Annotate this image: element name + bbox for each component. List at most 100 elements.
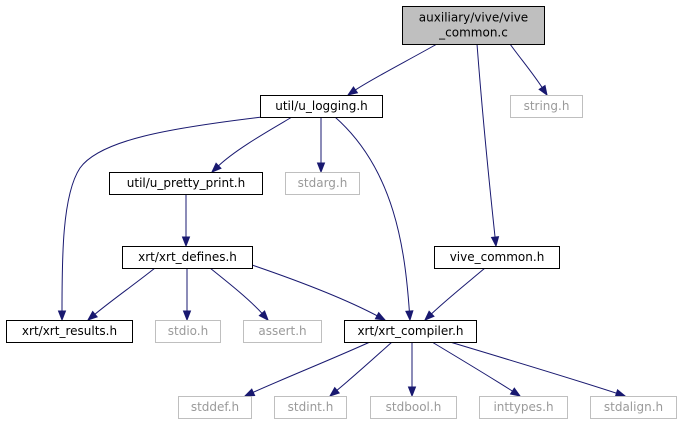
edge-line (509, 43, 544, 89)
node-stddef: stddef.h (178, 396, 252, 419)
edge-arrowhead (258, 310, 269, 322)
edge-line (251, 264, 379, 317)
edge-line (209, 267, 264, 315)
node-label: _common.c (438, 26, 508, 40)
node-box (122, 246, 253, 269)
node-box (510, 95, 583, 118)
node-stdint: stdint.h (274, 396, 347, 419)
node-box (109, 172, 263, 195)
edge-u_pretty_print-to-xrt_defines (181, 194, 191, 248)
node-box (155, 320, 221, 343)
edge-line (431, 341, 514, 393)
edge-line (334, 116, 410, 313)
edge-arrowhead (490, 236, 500, 248)
node-root[interactable]: auxiliary/vive/vive_common.c (402, 6, 545, 45)
edge-vive_common-to-xrt_compiler (424, 267, 486, 321)
node-label: xrt/xrt_defines.h (138, 250, 237, 264)
node-label: stdalign.h (604, 400, 663, 414)
edge-line (449, 341, 618, 394)
edge-xrt_defines-to-xrt_compiler (251, 264, 387, 321)
node-inttypes: inttypes.h (479, 396, 568, 419)
node-xrt-defines[interactable]: xrt/xrt_defines.h (122, 246, 253, 269)
node-u-pretty-print[interactable]: util/u_pretty_print.h (109, 172, 263, 195)
edge-xrt_defines-to-xrt_results (86, 267, 156, 321)
edge-arrowhead (538, 84, 548, 97)
edge-arrowhead (346, 86, 359, 96)
edge-xrt_compiler-to-stddef (243, 341, 371, 397)
edge-xrt_compiler-to-stdbool (407, 342, 417, 398)
node-xrt-compiler[interactable]: xrt/xrt_compiler.h (344, 320, 477, 343)
node-xrt-results[interactable]: xrt/xrt_results.h (6, 320, 133, 343)
node-label: stddef.h (191, 400, 239, 414)
edge-arrowhead (328, 386, 341, 397)
node-box (178, 396, 252, 419)
node-label: string.h (524, 99, 570, 113)
edge-u_logging-to-xrt_compiler (334, 116, 414, 322)
edge-line (354, 43, 438, 91)
node-stdalign: stdalign.h (590, 396, 677, 419)
edge-u_logging-to-stdarg (316, 117, 326, 174)
edge-line (252, 341, 371, 394)
node-label: vive_common.h (450, 250, 545, 264)
node-string: string.h (510, 95, 583, 118)
node-label: stdio.h (168, 324, 208, 338)
edge-u_logging-to-u_pretty_print (211, 116, 293, 173)
edge-arrowhead (181, 236, 191, 248)
edge-arrowhead (424, 310, 435, 321)
edge-arrowhead (243, 388, 256, 397)
node-box (402, 6, 545, 45)
edge-line (217, 116, 293, 167)
node-label: stdarg.h (298, 176, 348, 190)
node-label: xrt/xrt_results.h (22, 324, 117, 338)
edge-xrt_defines-to-assert (209, 267, 269, 322)
node-stdarg: stdarg.h (285, 172, 360, 195)
edge-arrowhead (57, 310, 67, 322)
node-box (590, 396, 677, 419)
edge-arrowhead (211, 162, 222, 173)
node-label: util/u_pretty_print.h (127, 176, 245, 190)
node-label: stdbool.h (386, 400, 442, 414)
node-box (243, 320, 322, 343)
edge-xrt_compiler-to-inttypes (431, 341, 522, 397)
node-assert: assert.h (243, 320, 322, 343)
node-box (285, 172, 360, 195)
edge-line (93, 267, 156, 316)
node-label: auxiliary/vive/vive (419, 11, 528, 25)
edge-arrowhead (509, 387, 522, 397)
edge-arrowhead (374, 311, 387, 321)
edges-layer (57, 43, 627, 398)
edge-xrt_defines-to-stdio (182, 267, 192, 322)
edge-arrowhead (407, 386, 417, 398)
node-u-logging[interactable]: util/u_logging.h (260, 95, 383, 118)
edge-arrowhead (405, 310, 414, 322)
nodes-layer: auxiliary/vive/vive_common.c util/u_loggi… (6, 6, 677, 419)
edge-arrowhead (182, 310, 192, 322)
edge-u_logging-to-xrt_results (57, 116, 263, 322)
edge-line (335, 341, 393, 392)
node-box (434, 246, 560, 269)
node-label: inttypes.h (493, 400, 553, 414)
node-box (260, 95, 383, 118)
edge-xrt_compiler-to-stdint (328, 341, 393, 397)
edge-root-to-string (509, 43, 548, 97)
node-box (479, 396, 568, 419)
node-stdio: stdio.h (155, 320, 221, 343)
node-box (274, 396, 347, 419)
node-box (344, 320, 477, 343)
node-label: xrt/xrt_compiler.h (357, 324, 463, 338)
edge-line (430, 267, 486, 315)
edge-root-to-vive_common (476, 43, 500, 248)
node-box (370, 396, 457, 419)
node-box (6, 320, 133, 343)
node-label: assert.h (258, 324, 306, 338)
edge-arrowhead (614, 389, 627, 398)
node-stdbool: stdbool.h (370, 396, 457, 419)
edge-line (476, 43, 496, 239)
edge-root-to-u_logging (346, 43, 438, 96)
edge-arrowhead (86, 310, 99, 321)
node-vive-common[interactable]: vive_common.h (434, 246, 560, 269)
node-label: stdint.h (288, 400, 334, 414)
edge-line (61, 116, 263, 312)
node-label: util/u_logging.h (275, 99, 368, 113)
